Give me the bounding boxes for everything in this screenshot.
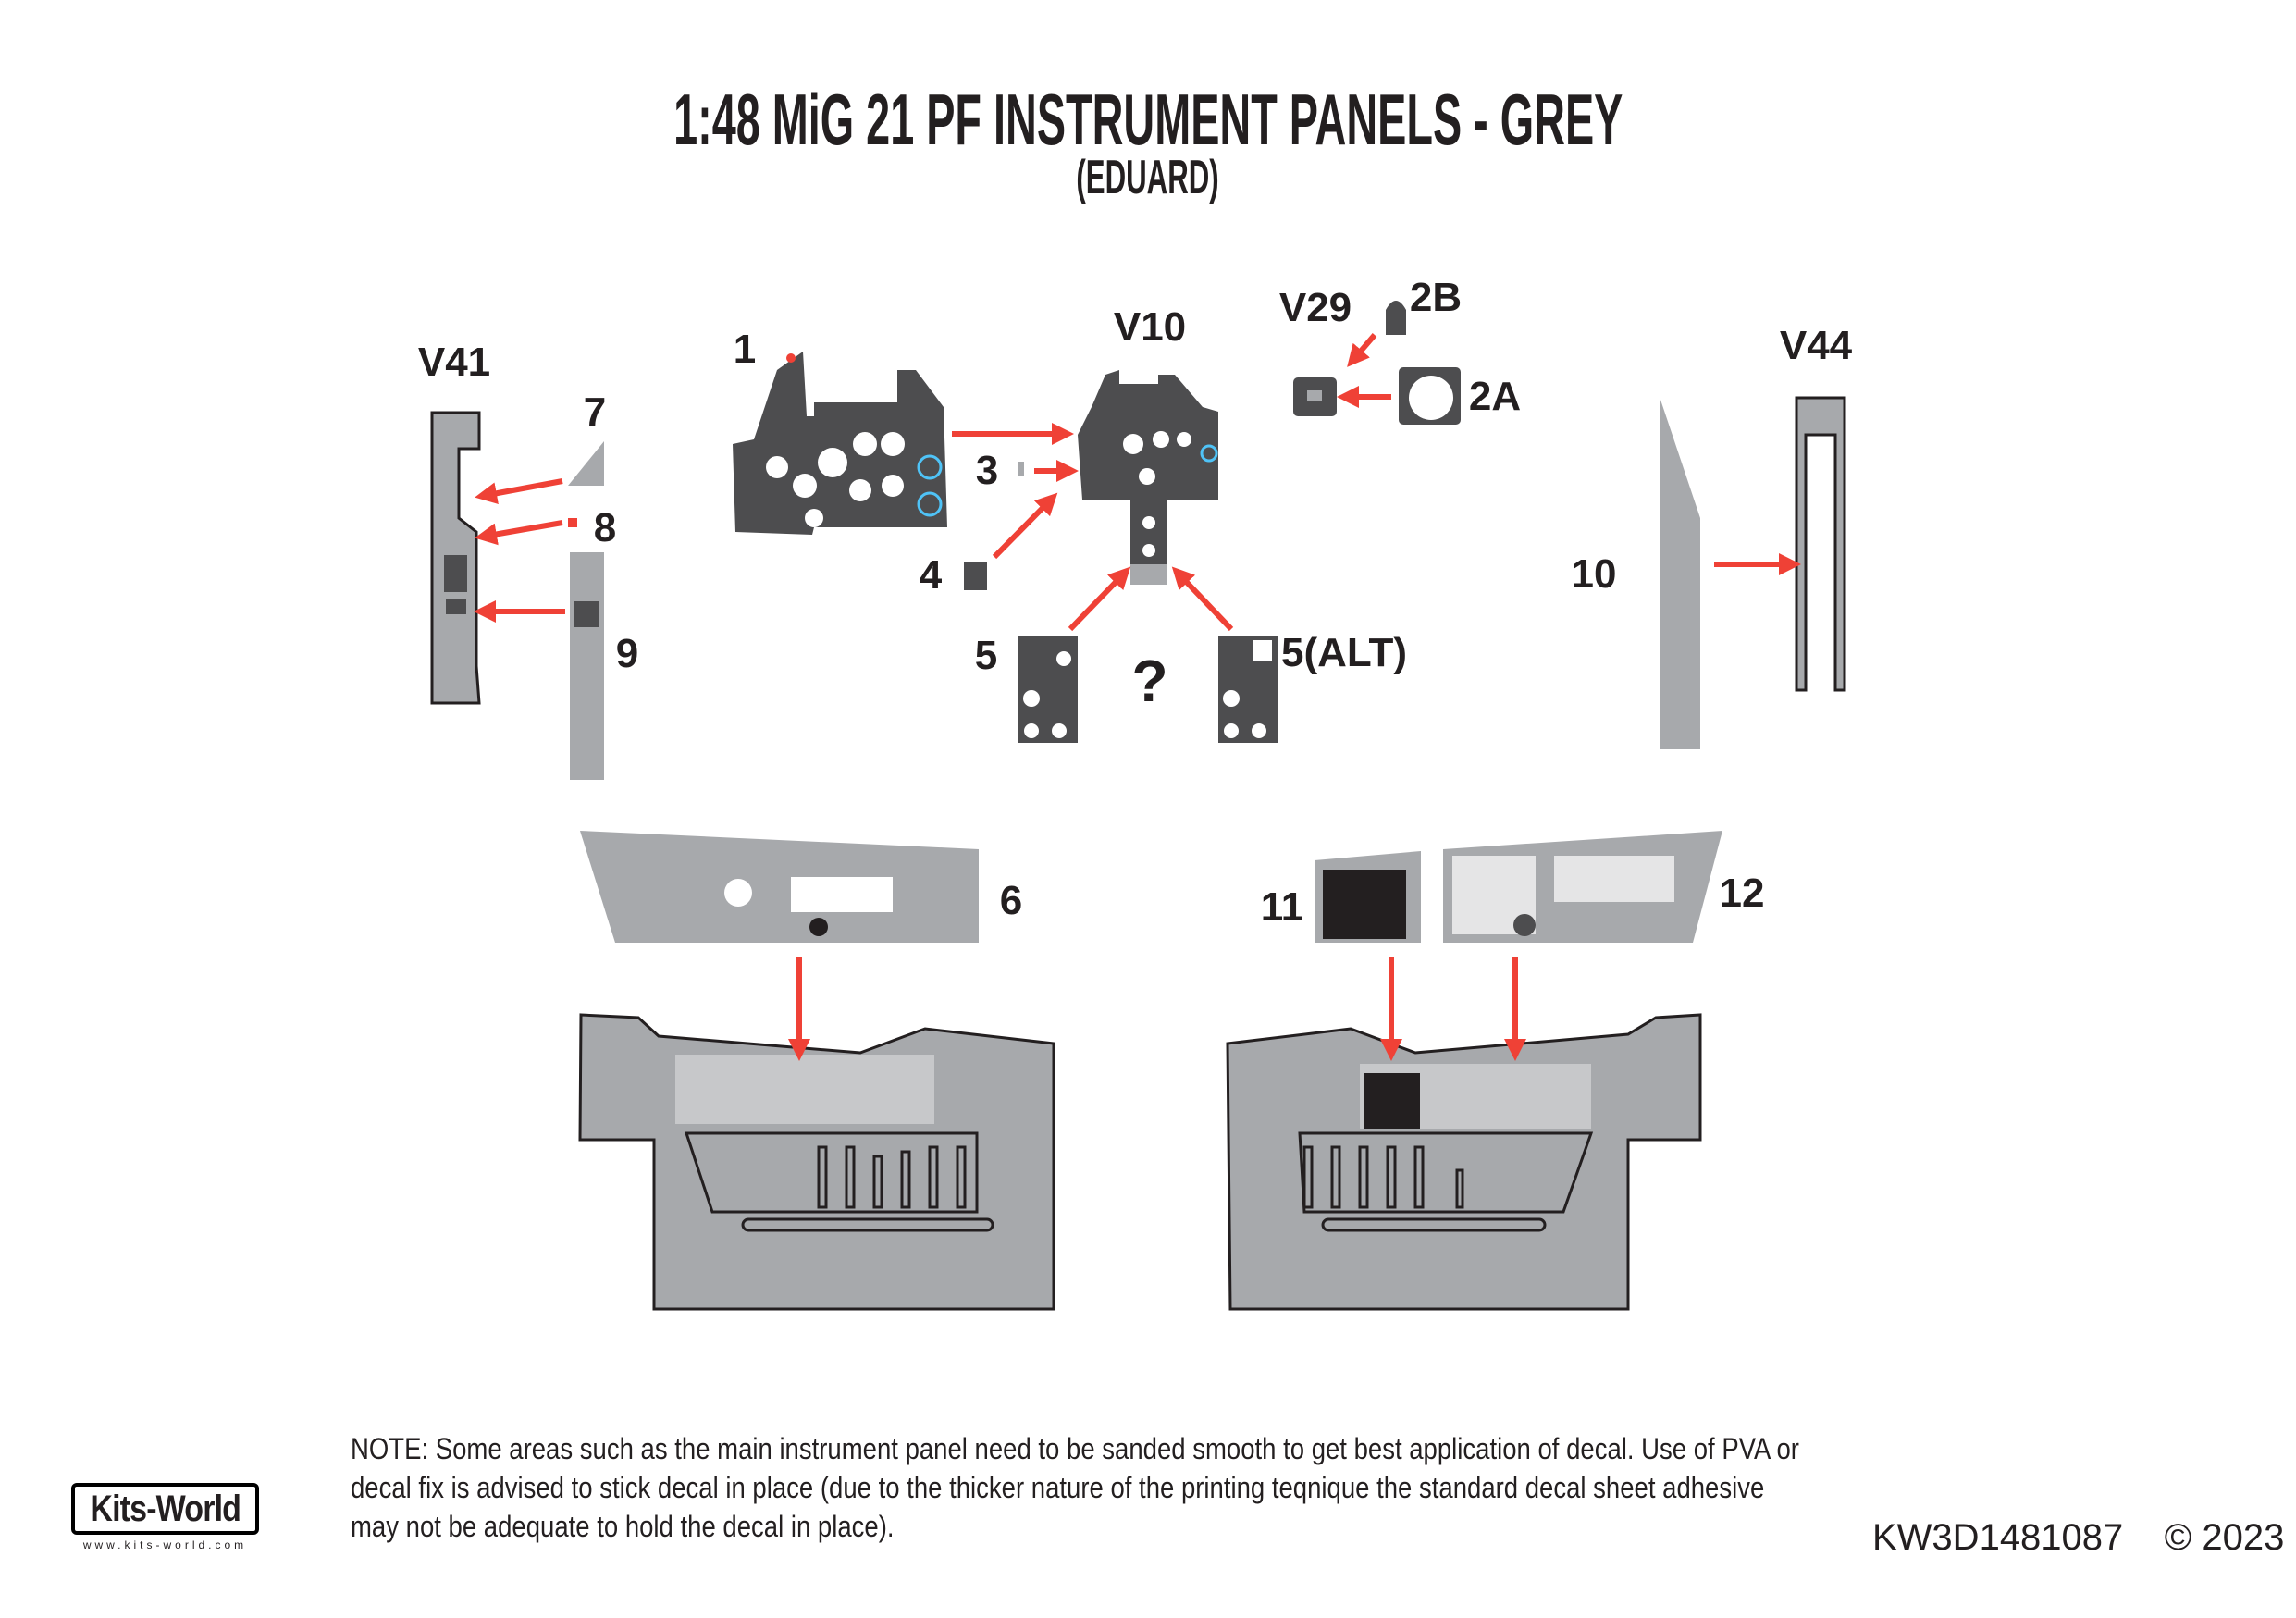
label-v44: V44: [1779, 323, 1853, 368]
panel-12: [1443, 831, 1722, 943]
label-5: 5: [974, 633, 998, 678]
left-console: [578, 1013, 1055, 1311]
panel-10: [1660, 397, 1700, 749]
panel-5: [1018, 636, 1078, 743]
panel-9: [570, 552, 604, 780]
label-6: 6: [999, 878, 1023, 923]
title-text: 1:48 MiG 21 PF INSTRUMENT PANELS - GREY: [673, 79, 1623, 160]
product-code: KW3D1481087: [1872, 1517, 2124, 1558]
arrow-5: [1068, 566, 1131, 632]
panel-1: [733, 352, 947, 535]
panel-2b: [1386, 301, 1406, 335]
subtitle-text: (EDUARD): [1076, 151, 1220, 204]
panel-11: [1315, 851, 1421, 943]
right-console: [1226, 1013, 1702, 1311]
label-12: 12: [1719, 871, 1765, 916]
arrow-2b: [1347, 333, 1377, 367]
label-2b: 2B: [1409, 275, 1463, 320]
copyright: © 2023: [2164, 1517, 2285, 1558]
label-9: 9: [615, 631, 639, 676]
logo-name: Kits-World: [90, 1488, 241, 1529]
logo-url: www.kits-world.com: [82, 1538, 248, 1551]
label-v10: V10: [1113, 304, 1187, 350]
page-title: 1:48 MiG 21 PF INSTRUMENT PANELS - GREY: [0, 78, 2296, 162]
product-info: KW3D1481087 © 2023: [1872, 1517, 2284, 1559]
label-4: 4: [919, 552, 943, 598]
arrows: [474, 333, 1801, 1061]
label-5-alt: 5(ALT): [1280, 630, 1408, 675]
arrow-5-alt: [1171, 566, 1234, 632]
panel-2a: [1399, 367, 1461, 425]
kits-world-logo: Kits-World www.kits-world.com: [71, 1483, 259, 1551]
arrow-7: [475, 478, 563, 505]
panel-v29: [1293, 377, 1337, 416]
panel-8: [568, 518, 577, 527]
panel-v44: [1795, 396, 1846, 692]
panel-v41: [430, 411, 481, 705]
panel-7: [568, 441, 604, 486]
panel-5-alt: [1218, 636, 1278, 743]
page-subtitle: (EDUARD): [0, 150, 2296, 205]
label-8: 8: [593, 505, 617, 550]
panel-3: [1018, 462, 1024, 476]
label-v29: V29: [1278, 285, 1352, 330]
note-line: NOTE: Some areas such as the main instru…: [351, 1432, 1799, 1465]
arrow-8: [475, 520, 563, 546]
note-line: may not be adequate to hold the decal in…: [351, 1510, 895, 1543]
label-1: 1: [733, 327, 757, 372]
panel-4: [964, 562, 987, 590]
label-v41: V41: [417, 340, 491, 385]
note-line: decal fix is advised to stick decal in p…: [351, 1471, 1765, 1504]
panel-v10: [1078, 370, 1218, 585]
label-11: 11: [1260, 884, 1304, 930]
note-text: NOTE: Some areas such as the main instru…: [351, 1429, 2035, 1546]
arrow-4: [992, 492, 1058, 560]
label-7: 7: [583, 389, 607, 435]
panel-6: [580, 831, 979, 943]
label-3: 3: [975, 448, 999, 493]
label-2a: 2A: [1468, 374, 1522, 419]
question-mark: ?: [1131, 648, 1168, 714]
label-10: 10: [1571, 551, 1617, 597]
